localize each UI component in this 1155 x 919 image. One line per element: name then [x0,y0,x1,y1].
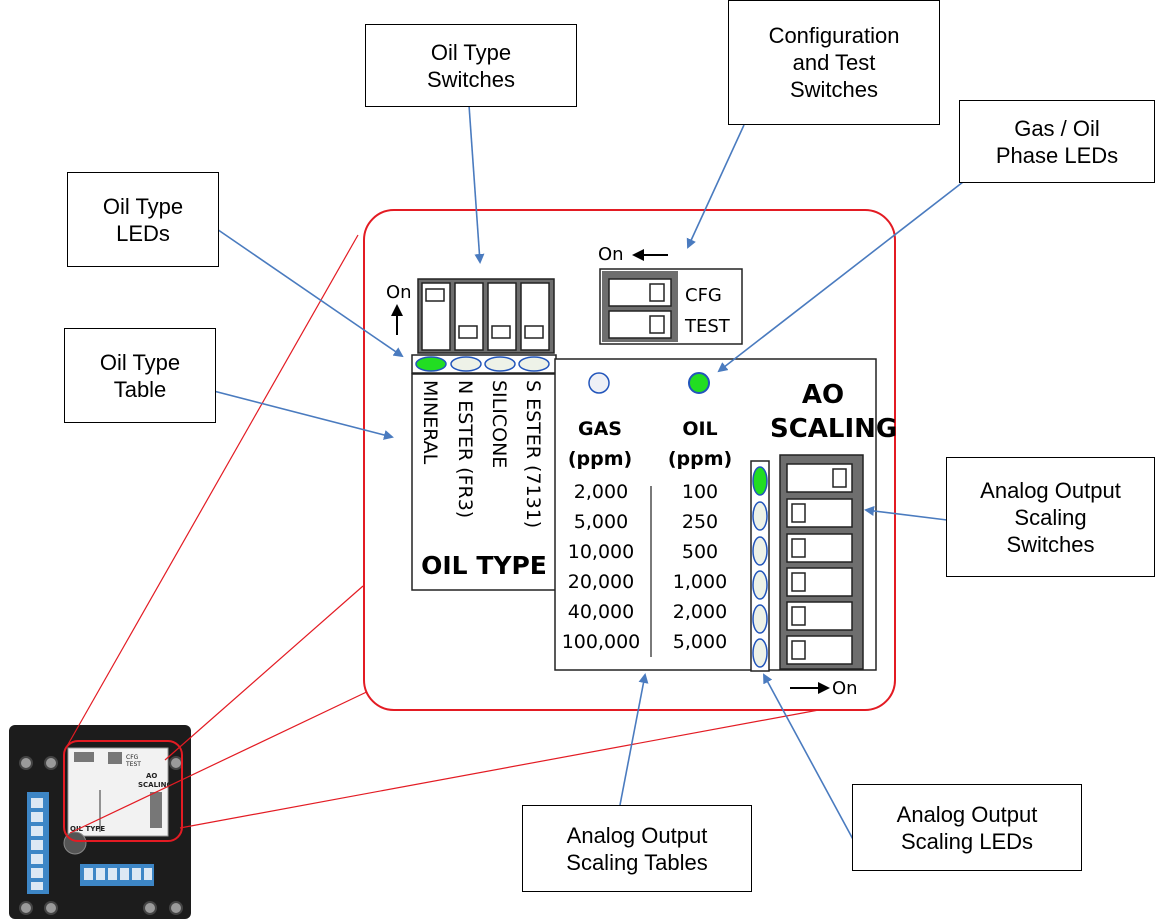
oil-type-nester-label: N ESTER (FR3) [454,380,476,519]
gas-header-line1: GAS [578,418,622,440]
callout-ao-scaling-tables: Analog Output Scaling Tables [522,805,752,892]
device-mini-cfg-label: CFG [126,754,139,761]
callout-ao-scaling-leds: Analog Output Scaling LEDs [852,784,1082,871]
callout-ao-scaling-switches: Analog Output Scaling Switches [946,457,1155,577]
ao-led-4-icon [752,570,768,600]
cfg-switch-label: CFG [685,285,722,306]
callout-config-test-switches: Configuration and Test Switches [728,0,940,125]
ao-led-1-icon [752,466,768,496]
ao-title-line1: AO [801,380,845,410]
oil-value: 250 [681,511,719,533]
oil-led-sester-icon [518,356,550,372]
cfg-on-label: On [598,244,624,265]
callout-line: Oil Type [102,193,184,219]
ao-led-6-icon [752,638,768,668]
callout-line: Scaling Tables [566,849,708,875]
callout-line: Phase LEDs [995,142,1119,168]
oil-type-mineral-label: MINERAL [419,380,441,465]
oil-value: 100 [681,481,719,503]
oil-led-mineral-icon [415,356,447,372]
oil-phase-led-icon [688,372,710,394]
oil-value: 500 [681,541,719,563]
gas-value: 5,000 [573,511,629,533]
gas-value: 100,000 [561,631,641,653]
callout-gas-oil-phase-leds: Gas / Oil Phase LEDs [959,100,1155,183]
oil-value: 1,000 [672,571,728,593]
oil-header-line1: OIL [682,418,718,440]
gas-header: GAS (ppm) [561,414,639,474]
ao-led-2-icon [752,501,768,531]
gas-values-column: 2,000 5,000 10,000 20,000 40,000 100,000 [556,477,646,657]
device-mini-scaling-label: SCALING [138,781,173,789]
oil-values-column: 100 250 500 1,000 2,000 5,000 [660,477,740,657]
device-mini-oil-type-label: OIL TYPE [70,825,106,833]
oil-header-line2: (ppm) [667,448,733,470]
callout-line: Oil Type [99,349,181,375]
callout-line: Analog Output [566,822,708,848]
gas-phase-led-icon [588,372,610,394]
test-switch-label: TEST [685,316,730,337]
ao-on-label: On [832,678,858,699]
ao-led-3-icon [752,536,768,566]
callout-line: Switches [789,77,879,102]
oil-type-silicone-label: SILICONE [488,380,510,469]
oil-led-nester-icon [450,356,482,372]
oil-value: 2,000 [672,601,728,623]
oil-switch-on-label: On [386,282,412,303]
device-mini-test-label: TEST [126,761,141,768]
callout-oil-type-table: Oil Type Table [64,328,216,423]
gas-value: 10,000 [567,541,635,563]
callout-line: Table [113,376,167,402]
callout-oil-type-leds: Oil Type LEDs [67,172,219,267]
callout-line: Scaling LEDs [900,828,1034,854]
gas-value: 20,000 [567,571,635,593]
callout-line: Oil Type [430,39,512,65]
gas-value: 2,000 [573,481,629,503]
callout-line: Switches [1006,531,1095,557]
callout-line: Configuration [768,23,900,48]
callout-line: Switches [426,66,516,92]
device-mini-ao-label: AO [146,772,158,780]
callout-line: Gas / Oil [1014,115,1100,141]
callout-line: Analog Output [980,477,1121,503]
oil-type-sester-label: S ESTER (7131) [522,380,544,529]
oil-value: 5,000 [672,631,728,653]
oil-type-title: OIL TYPE [421,551,547,580]
gas-value: 40,000 [567,601,635,623]
ao-led-5-icon [752,604,768,634]
callout-line: Scaling [1014,504,1087,530]
oil-led-silicone-icon [484,356,516,372]
callout-oil-type-switches: Oil Type Switches [365,24,577,107]
callout-line: LEDs [116,220,170,246]
oil-header: OIL (ppm) [660,414,740,474]
gas-header-line2: (ppm) [567,448,633,470]
callout-line: and Test [792,50,876,75]
callout-line: Analog Output [896,801,1038,827]
